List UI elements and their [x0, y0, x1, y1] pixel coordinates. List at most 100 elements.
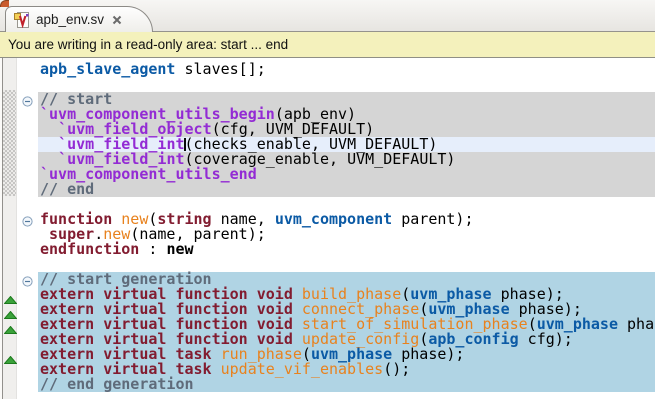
code-token: // start generation	[40, 270, 212, 288]
annotation-ruler[interactable]	[3, 58, 18, 399]
code-token: `uvm_field_int	[58, 150, 185, 168]
code-line[interactable]: extern virtual function void start_of_si…	[38, 317, 655, 332]
code-token: ();	[383, 360, 411, 378]
range-indicator	[3, 90, 16, 196]
code-token: phase);	[627, 315, 655, 333]
code-token: (	[419, 300, 429, 318]
code-line[interactable]: function new(string name, uvm_component …	[38, 212, 655, 227]
code-token: (	[527, 315, 537, 333]
code-token: connect_phase	[301, 300, 420, 318]
code-token: extern virtual function void	[40, 300, 293, 318]
code-token: uvm_phase	[428, 300, 510, 318]
systemverilog-file-icon	[14, 11, 30, 28]
readonly-warning-banner: You are writing in a read-only area: sta…	[0, 32, 655, 58]
text-cursor	[183, 138, 186, 151]
code-line[interactable]: // end	[38, 182, 655, 197]
collapse-minus-icon[interactable]	[22, 214, 33, 232]
code-token: slaves[];	[175, 60, 266, 78]
code-line[interactable]: extern virtual function void build_phase…	[38, 287, 655, 302]
code-token: cfg);	[518, 330, 573, 348]
collapse-minus-icon[interactable]	[22, 274, 33, 292]
code-token: uvm_component	[274, 210, 393, 228]
override-triangle-icon[interactable]	[3, 291, 18, 309]
code-token: extern virtual task	[40, 345, 212, 363]
tab-title: apb_env.sv	[36, 12, 105, 27]
code-token: (apb_env)	[274, 105, 357, 123]
code-token: (checks_enable, UVM_DEFAULT)	[184, 135, 438, 153]
code-token: phase);	[392, 345, 465, 363]
code-token: (	[301, 345, 311, 363]
editor-tab-bar: apb_env.sv	[0, 0, 655, 32]
code-line[interactable]: extern virtual task run_phase(uvm_phase …	[38, 347, 655, 362]
code-line[interactable]: // start	[38, 92, 655, 107]
code-line[interactable]: `uvm_field_int(checks_enable, UVM_DEFAUL…	[38, 137, 655, 152]
code-token: phase);	[509, 300, 582, 318]
code-token: new	[166, 240, 194, 258]
code-token: `uvm_field_int	[58, 135, 185, 153]
code-token: string	[157, 210, 212, 228]
code-token: extern virtual function void	[40, 315, 293, 333]
code-token: (	[419, 330, 429, 348]
window-corner	[0, 0, 9, 7]
code-line[interactable]: apb_slave_agent slaves[];	[38, 62, 655, 77]
code-token: parent);	[392, 210, 474, 228]
code-token: new	[121, 210, 149, 228]
code-token: new	[103, 225, 131, 243]
code-token: `uvm_component_utils_begin	[40, 105, 275, 123]
code-token: // end	[40, 180, 95, 198]
code-token: // end generation	[40, 375, 194, 393]
override-triangle-icon[interactable]	[3, 351, 18, 369]
code-line[interactable]: extern virtual function void update_conf…	[38, 332, 655, 347]
close-icon[interactable]	[112, 15, 122, 25]
code-token: // start	[40, 90, 113, 108]
code-token: super	[49, 225, 95, 243]
code-line[interactable]: super.new(name, parent);	[38, 227, 655, 242]
code-token: (name, parent);	[130, 225, 266, 243]
code-area[interactable]: apb_slave_agent slaves[];// start`uvm_co…	[38, 58, 655, 399]
code-token	[212, 360, 221, 378]
code-line[interactable]: extern virtual function void connect_pha…	[38, 302, 655, 317]
code-token: `uvm_field_object	[58, 120, 212, 138]
folding-ruler[interactable]	[17, 58, 38, 399]
code-token: update_config	[301, 330, 420, 348]
tab-apb-env-sv[interactable]: apb_env.sv	[5, 6, 153, 32]
code-token: start_of_simulation_phase	[301, 315, 528, 333]
code-token: apb_slave_agent	[40, 60, 176, 78]
code-token: name,	[211, 210, 275, 228]
code-line[interactable]: `uvm_field_object(cfg, UVM_DEFAULT)	[38, 122, 655, 137]
code-token: uvm_phase	[536, 315, 618, 333]
code-token: endfunction	[40, 240, 140, 258]
code-token: .	[94, 225, 104, 243]
code-token: uvm_phase	[310, 345, 393, 363]
collapse-minus-icon[interactable]	[22, 94, 33, 112]
code-token: (coverage_enable, UVM_DEFAULT)	[184, 150, 456, 168]
readonly-warning-text: You are writing in a read-only area: sta…	[8, 37, 289, 52]
code-token: extern virtual function void	[40, 330, 293, 348]
code-line[interactable]: `uvm_component_utils_begin(apb_env)	[38, 107, 655, 122]
code-token: phase);	[491, 285, 564, 303]
code-token: (	[148, 210, 158, 228]
window-left-edge	[0, 58, 3, 399]
code-line[interactable]	[38, 77, 655, 92]
code-token: run_phase	[220, 345, 302, 363]
code-line[interactable]: // end generation	[38, 377, 655, 392]
code-token: `uvm_component_utils_end	[40, 165, 257, 183]
code-token: (cfg, UVM_DEFAULT)	[211, 120, 375, 138]
override-triangle-icon[interactable]	[3, 321, 18, 339]
code-token: apb_config	[428, 330, 519, 348]
code-token: update_vif_enables	[220, 360, 384, 378]
code-line[interactable]: `uvm_field_int(coverage_enable, UVM_DEFA…	[38, 152, 655, 167]
code-token: :	[139, 240, 167, 258]
code-line[interactable]: `uvm_component_utils_end	[38, 167, 655, 182]
override-triangle-icon[interactable]	[3, 306, 18, 324]
code-token: extern virtual function void	[40, 285, 293, 303]
code-line[interactable]: extern virtual task update_vif_enables()…	[38, 362, 655, 377]
code-line[interactable]: // start generation	[38, 272, 655, 287]
code-token: extern virtual task	[40, 360, 212, 378]
code-token: function	[40, 210, 113, 228]
code-token: uvm_phase	[410, 285, 492, 303]
code-token: (	[401, 285, 411, 303]
code-line[interactable]: endfunction : new	[38, 242, 655, 257]
code-editor: apb_slave_agent slaves[];// start`uvm_co…	[0, 58, 655, 399]
